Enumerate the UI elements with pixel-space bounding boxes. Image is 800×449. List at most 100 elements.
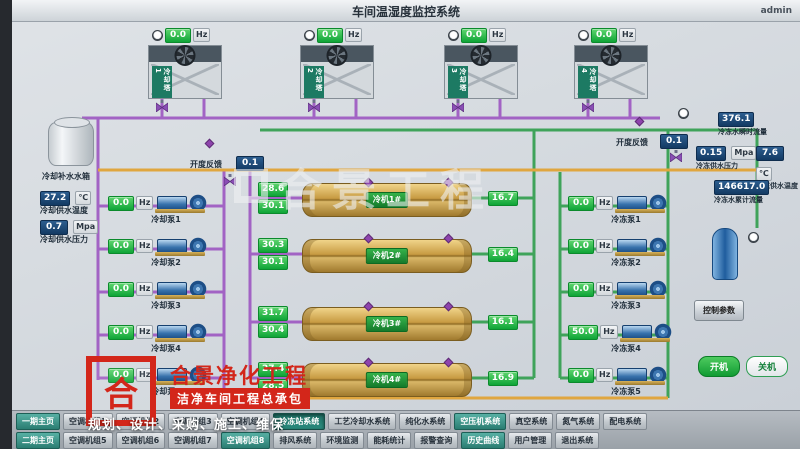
tower-speed-row: 0.0 Hz bbox=[578, 27, 650, 43]
toolbar-btn-r1-5[interactable]: 空调机组4 bbox=[220, 413, 271, 430]
cooling-pump-1[interactable]: 0.0 Hz 冷却泵1 bbox=[108, 192, 224, 225]
valve-icon[interactable] bbox=[452, 100, 464, 112]
toolbar-btn-r1-1[interactable]: 一期主页 bbox=[16, 413, 60, 430]
pump-hz-value: 50.0 bbox=[568, 324, 599, 340]
toolbar-btn-r1-9[interactable]: 空压机系统 bbox=[454, 413, 507, 430]
toolbar-btn-r2-3[interactable]: 空调机组6 bbox=[115, 432, 166, 449]
toolbar-btn-r2-2[interactable]: 空调机组5 bbox=[63, 432, 113, 449]
toolbar-btn-r2-6[interactable]: 排风系统 bbox=[273, 432, 318, 449]
pump-icon bbox=[155, 365, 210, 385]
chiller-out-temp: 30.1 bbox=[258, 255, 289, 270]
toolbar-btn-r1-7[interactable]: 工艺冷却水系统 bbox=[328, 413, 397, 430]
valve-icon[interactable] bbox=[224, 174, 236, 186]
pump-icon bbox=[155, 236, 210, 256]
valve-icon[interactable] bbox=[582, 100, 594, 112]
toolbar-btn-r2-1[interactable]: 二期主页 bbox=[16, 432, 60, 449]
flow-value: 376.1 bbox=[718, 112, 755, 127]
cooling-tower-3[interactable]: 0.0 Hz 冷却塔3 bbox=[442, 27, 520, 99]
temp-value: 27.2 bbox=[40, 191, 71, 206]
toolbar-btn-r2-7[interactable]: 环境监测 bbox=[320, 432, 365, 449]
valve-icon[interactable] bbox=[670, 150, 682, 162]
pump-speed-row: 0.0 Hz bbox=[108, 235, 224, 257]
start-button[interactable]: 开机 bbox=[698, 356, 741, 377]
makeup-water-tank-icon[interactable] bbox=[48, 117, 94, 166]
tower-hz-unit: Hz bbox=[619, 28, 637, 42]
pump-name: 冷却泵4 bbox=[151, 344, 181, 353]
chiller-chw-temp: 16.4 bbox=[487, 247, 518, 262]
chiller-chw-temp: 16.9 bbox=[487, 371, 518, 386]
pressure-value: 0.15 bbox=[696, 146, 727, 161]
gauge-icon bbox=[304, 29, 315, 41]
chiller-name-plate: 冷机3# bbox=[365, 316, 409, 332]
toolbar-btn-r1-2[interactable]: 空调机组1 bbox=[63, 413, 113, 430]
pump-hz-unit: Hz bbox=[136, 325, 154, 339]
pump-hz-value: 0.0 bbox=[108, 281, 134, 297]
chiller-name-plate: 冷机1# bbox=[365, 192, 409, 208]
cooling-tower-1[interactable]: 0.0 Hz 冷却塔1 bbox=[146, 27, 224, 99]
sensor-icon bbox=[363, 301, 374, 312]
tower-hz-value: 0.0 bbox=[165, 27, 191, 43]
toolbar-btn-r1-12[interactable]: 配电系统 bbox=[603, 413, 648, 430]
toolbar-btn-r2-10[interactable]: 历史曲线 bbox=[461, 432, 506, 449]
pump-speed-row: 0.0 Hz bbox=[568, 192, 684, 214]
toolbar-btn-r1-8[interactable]: 纯化水系统 bbox=[399, 413, 452, 430]
expansion-tank-icon[interactable] bbox=[712, 228, 738, 280]
total-flow-label: 冷冻水累计流量 bbox=[714, 196, 763, 204]
valve-icon[interactable] bbox=[156, 100, 168, 112]
toolbar-btn-r1-6[interactable]: 冷冻站系统 bbox=[273, 413, 326, 430]
pump-speed-row: 0.0 Hz bbox=[108, 192, 224, 214]
toolbar-btn-r2-9[interactable]: 报警查询 bbox=[414, 432, 459, 449]
chiller-in-temp: 28.6 bbox=[258, 182, 289, 197]
chiller-1[interactable]: 28.6 30.1 冷机1# 16.7 bbox=[258, 177, 518, 222]
chilled-pump-1[interactable]: 0.0 Hz 冷冻泵1 bbox=[568, 192, 684, 225]
pump-name: 冷却泵5 bbox=[151, 387, 181, 396]
chiller-out-temp: 30.4 bbox=[258, 323, 289, 338]
valve-feedback-label: 开度反馈 bbox=[616, 138, 648, 147]
chilled-temp-readout: 7.6 ℃ 冷冻供水温度 bbox=[756, 140, 800, 191]
cooling-supply-temp: 27.2 ℃ 冷却供水温度 bbox=[40, 185, 91, 216]
toolbar-btn-r1-3[interactable]: 空调机组2 bbox=[115, 413, 166, 430]
valve-feedback-label: 开度反馈 bbox=[190, 160, 222, 169]
tank-label: 冷却补水水箱 bbox=[42, 172, 90, 181]
stop-button[interactable]: 关机 bbox=[746, 356, 789, 377]
pressure-unit: Mpa bbox=[73, 220, 99, 234]
toolbar-btn-r1-10[interactable]: 真空系统 bbox=[509, 413, 554, 430]
chiller-4[interactable]: 27.4 28.5 冷机4# 16.9 bbox=[258, 357, 518, 402]
chilled-pump-4[interactable]: 50.0 Hz 冷冻泵4 bbox=[568, 321, 684, 354]
toolbar-btn-r2-4[interactable]: 空调机组7 bbox=[168, 432, 218, 449]
cooling-pump-4[interactable]: 0.0 Hz 冷却泵4 bbox=[108, 321, 224, 354]
tower-hz-value: 0.0 bbox=[591, 27, 617, 43]
chilled-pump-2[interactable]: 0.0 Hz 冷冻泵2 bbox=[568, 235, 684, 268]
toolbar-btn-r1-4[interactable]: 空调机组3 bbox=[168, 413, 218, 430]
chiller-3[interactable]: 31.7 30.4 冷机3# 16.1 bbox=[258, 301, 518, 346]
sensor-icon bbox=[443, 233, 454, 244]
chiller-2[interactable]: 30.3 30.1 冷机2# 16.4 bbox=[258, 233, 518, 278]
toolbar-row-2: 二期主页 空调机组5 空调机组6 空调机组7 空调机组8 排风系统 环境监测 能… bbox=[16, 432, 798, 449]
tower-hz-unit: Hz bbox=[489, 28, 507, 42]
chiller-out-temp: 28.5 bbox=[258, 379, 289, 394]
toolbar-btn-r2-5[interactable]: 空调机组8 bbox=[220, 432, 271, 449]
valve-feedback-value: 0.1 bbox=[660, 134, 688, 149]
toolbar-btn-r2-12[interactable]: 退出系统 bbox=[555, 432, 600, 449]
pump-icon bbox=[615, 365, 670, 385]
gauge-icon bbox=[678, 108, 689, 119]
cooling-tower-2[interactable]: 0.0 Hz 冷却塔2 bbox=[298, 27, 376, 99]
chiller-chw-temp: 16.7 bbox=[487, 191, 518, 206]
chilled-pump-3[interactable]: 0.0 Hz 冷冻泵3 bbox=[568, 278, 684, 311]
tower-speed-row: 0.0 Hz bbox=[304, 27, 376, 43]
cooling-tower-4[interactable]: 0.0 Hz 冷却塔4 bbox=[572, 27, 650, 99]
chilled-pump-5[interactable]: 0.0 Hz 冷冻泵5 bbox=[568, 364, 684, 397]
toolbar-btn-r1-11[interactable]: 氮气系统 bbox=[556, 413, 601, 430]
total-flow-readout: 146617.0 冷冻水累计流量 bbox=[714, 174, 770, 205]
pump-icon bbox=[615, 279, 670, 299]
cooling-pump-3[interactable]: 0.0 Hz 冷却泵3 bbox=[108, 278, 224, 311]
cooling-pump-5[interactable]: 0.0 Hz 冷却泵5 bbox=[108, 364, 224, 397]
cooling-pump-2[interactable]: 0.0 Hz 冷却泵2 bbox=[108, 235, 224, 268]
toolbar-btn-r2-11[interactable]: 用户管理 bbox=[508, 432, 553, 449]
pump-hz-value: 0.0 bbox=[568, 281, 594, 297]
valve-icon[interactable] bbox=[308, 100, 320, 112]
control-params-button[interactable]: 控制参数 bbox=[694, 300, 744, 321]
toolbar-btn-r2-8[interactable]: 能耗统计 bbox=[367, 432, 412, 449]
chiller-chw-temp: 16.1 bbox=[487, 315, 518, 330]
pump-icon bbox=[615, 236, 670, 256]
